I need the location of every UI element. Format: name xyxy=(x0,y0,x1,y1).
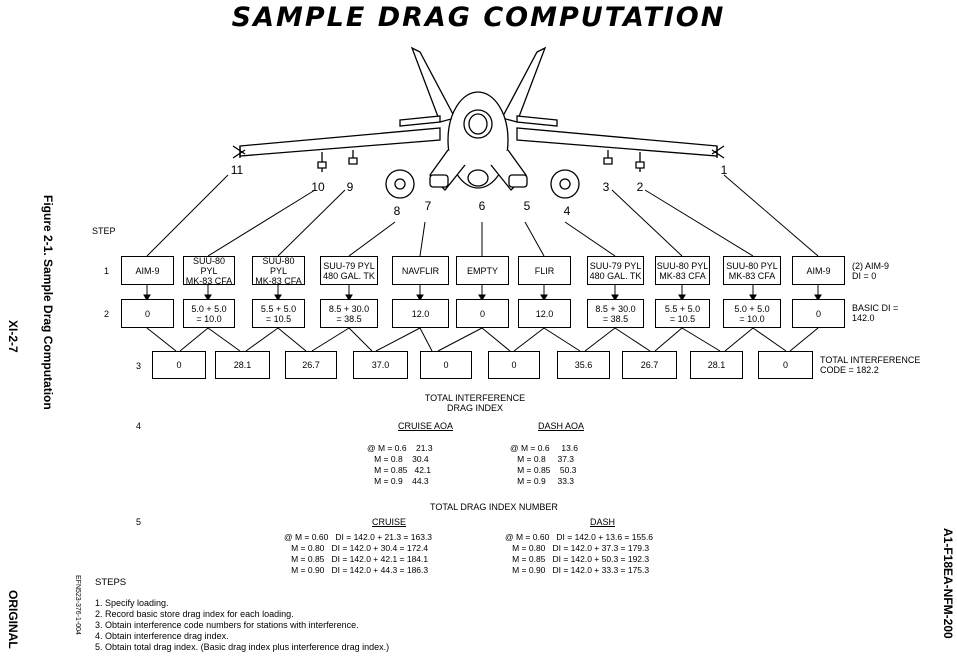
step5-dash-row: M = 0.80 DI = 142.0 + 37.3 = 179.3 xyxy=(505,543,650,553)
interference-box: 0 xyxy=(488,351,540,379)
step-number: 1 xyxy=(104,266,110,276)
step4-cruise-header: CRUISE AOA xyxy=(398,421,454,431)
loading-box: NAVFLIR xyxy=(392,256,449,285)
loading-box: AIM-9 xyxy=(121,256,174,285)
loading-box: SUU-80 PYL MK-83 CFA xyxy=(723,256,781,285)
basic-di-box: 5.5 + 5.0 = 10.5 xyxy=(655,299,710,328)
basic-di-box: 12.0 xyxy=(518,299,571,328)
basic-di-box: 5.5 + 5.0 = 10.5 xyxy=(252,299,305,328)
basic-di-box: 8.5 + 30.0 = 38.5 xyxy=(587,299,644,328)
step-item: 2. Record basic store drag index for eac… xyxy=(95,609,294,619)
steps-heading: STEPS xyxy=(95,577,127,588)
station-number: 10 xyxy=(311,180,325,194)
step5-cruise-row: @ M = 0.60 DI = 142.0 + 21.3 = 163.3 xyxy=(284,532,433,542)
step5-dash-row: M = 0.90 DI = 142.0 + 33.3 = 175.3 xyxy=(505,565,650,575)
step5-dash-row: M = 0.85 DI = 142.0 + 50.3 = 192.3 xyxy=(505,554,650,564)
basic-di-box: 12.0 xyxy=(392,299,449,328)
step5-dash-header: DASH xyxy=(590,517,616,527)
loading-box: SUU-79 PYL 480 GAL. TK xyxy=(587,256,644,285)
step4-dash-row: M = 0.9 33.3 xyxy=(510,476,575,486)
interference-box: 0 xyxy=(758,351,813,379)
step4-cruise-row: @ M = 0.6 21.3 xyxy=(367,443,433,453)
step-number: 5 xyxy=(136,517,142,527)
step4-cruise-row: M = 0.9 44.3 xyxy=(367,476,429,486)
step4-dash-header: DASH AOA xyxy=(538,421,585,431)
step5-title: TOTAL DRAG INDEX NUMBER xyxy=(430,502,558,512)
step4-dash-row: M = 0.85 50.3 xyxy=(510,465,577,475)
interference-note: TOTAL INTERFERENCE CODE = 182.2 xyxy=(820,355,921,375)
station-number: 2 xyxy=(636,180,644,194)
interference-box: 0 xyxy=(420,351,472,379)
step-item: 5. Obtain total drag index. (Basic drag … xyxy=(95,642,390,652)
interference-box: 0 xyxy=(152,351,206,379)
step4-dash-row: @ M = 0.6 13.6 xyxy=(510,443,578,453)
basic-di-note: BASIC DI = 142.0 xyxy=(852,303,899,323)
step-header: STEP xyxy=(92,226,116,236)
interference-box: 26.7 xyxy=(285,351,337,379)
aircraft-illustration xyxy=(232,46,725,199)
step5-cruise-row: M = 0.85 DI = 142.0 + 42.1 = 184.1 xyxy=(284,554,429,564)
interference-box: 28.1 xyxy=(215,351,270,379)
interference-box: 28.1 xyxy=(690,351,743,379)
station-number: 3 xyxy=(602,180,610,194)
step4-cruise-row: M = 0.8 30.4 xyxy=(367,454,429,464)
step5-cruise-header: CRUISE xyxy=(372,517,407,527)
loading-box: SUU-80 PYL MK-83 CFA xyxy=(183,256,235,286)
loading-box: SUU-80 PYL MK-83 CFA xyxy=(655,256,710,285)
loading-box: SUU-80 PYL MK-83 CFA xyxy=(252,256,305,286)
step5-cruise-row: M = 0.90 DI = 142.0 + 44.3 = 186.3 xyxy=(284,565,429,575)
page-title: SAMPLE DRAG COMPUTATION xyxy=(231,2,726,33)
basic-di-box: 5.0 + 5.0 = 10.0 xyxy=(723,299,781,328)
step-number: 3 xyxy=(136,361,142,371)
basic-di-box: 0 xyxy=(792,299,845,328)
step-number: 2 xyxy=(104,309,110,319)
loading-box: FLIR xyxy=(518,256,571,285)
loading-note: (2) AIM-9 DI = 0 xyxy=(852,261,890,281)
loading-box: AIM-9 xyxy=(792,256,845,285)
station-leader-lines xyxy=(146,174,819,257)
station-number: 11 xyxy=(230,163,244,177)
step-number: 4 xyxy=(136,421,142,431)
step4-cruise-row: M = 0.85 42.1 xyxy=(367,465,432,475)
basic-di-box: 5.0 + 5.0 = 10.0 xyxy=(183,299,235,328)
step-arrows xyxy=(143,285,822,301)
step-item: 4. Obtain interference drag index. xyxy=(95,631,229,641)
step4-title: TOTAL INTERFERENCE DRAG INDEX xyxy=(424,393,526,413)
step5-dash-row: @ M = 0.60 DI = 142.0 + 13.6 = 155.6 xyxy=(505,532,654,542)
station-number: 7 xyxy=(424,199,432,213)
interference-arrows xyxy=(146,327,819,352)
interference-box: 35.6 xyxy=(557,351,610,379)
step-item: 3. Obtain interference code numbers for … xyxy=(95,620,359,630)
station-number: 6 xyxy=(478,199,486,213)
basic-di-box: 8.5 + 30.0 = 38.5 xyxy=(320,299,378,328)
step5-cruise-row: M = 0.80 DI = 142.0 + 30.4 = 172.4 xyxy=(284,543,429,553)
step-item: 1. Specify loading. xyxy=(95,598,169,608)
step4-dash-row: M = 0.8 37.3 xyxy=(510,454,575,464)
interference-box: 37.0 xyxy=(353,351,408,379)
basic-di-box: 0 xyxy=(456,299,509,328)
loading-box: EMPTY xyxy=(456,256,509,285)
station-number: 8 xyxy=(393,204,401,218)
interference-box: 26.7 xyxy=(622,351,677,379)
loading-box: SUU-79 PYL 480 GAL. TK xyxy=(320,256,378,285)
station-number: 5 xyxy=(523,199,531,213)
station-number: 4 xyxy=(563,204,571,218)
basic-di-box: 0 xyxy=(121,299,174,328)
station-number: 1 xyxy=(720,163,728,177)
station-number: 9 xyxy=(346,180,354,194)
